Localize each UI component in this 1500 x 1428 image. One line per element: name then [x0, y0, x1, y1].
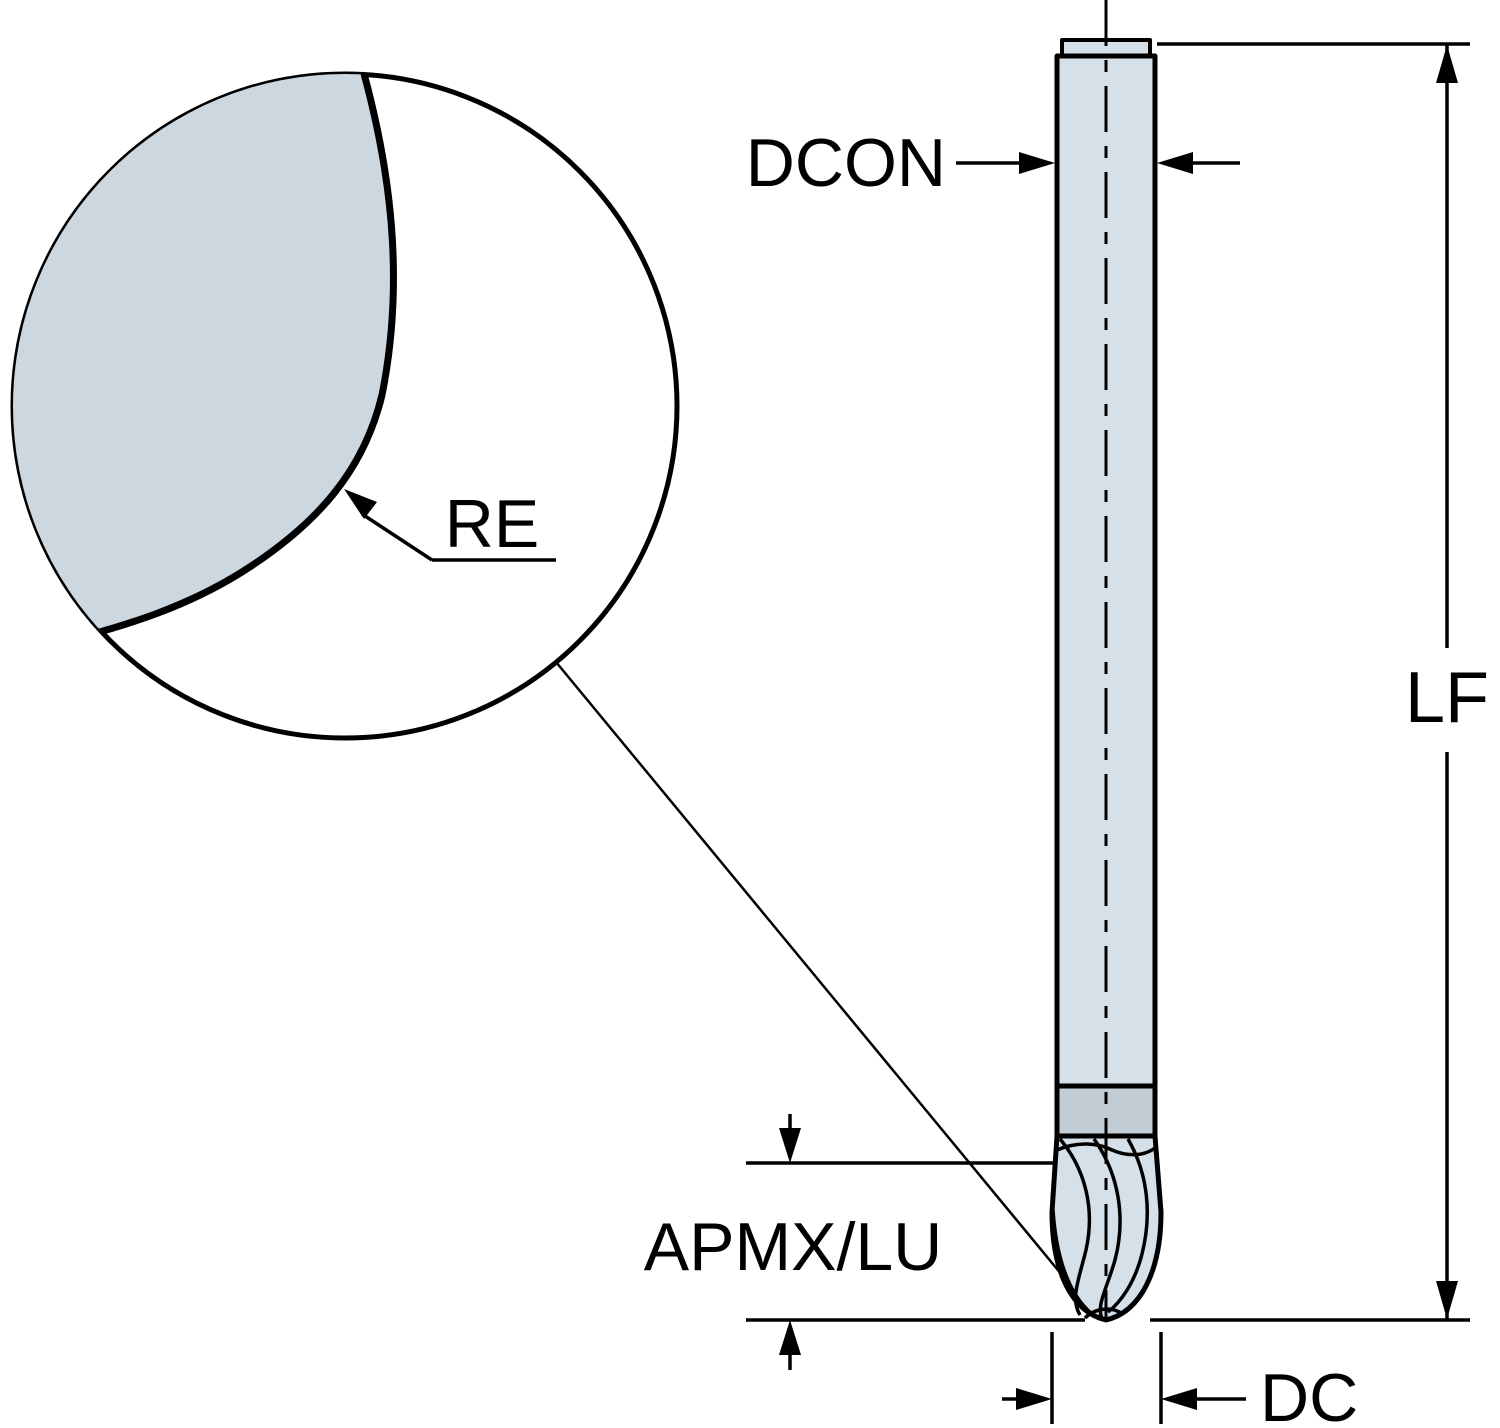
- dc-dimension: DC: [1002, 1332, 1358, 1428]
- lf-label: LF: [1405, 658, 1489, 738]
- detail-view-leader-line: [555, 661, 1063, 1276]
- flute-edge-4: [1051, 1209, 1094, 1316]
- lf-dimension: LF: [1150, 42, 1489, 1322]
- flute-edge-2: [1092, 1137, 1122, 1319]
- flute-edge-tip: [1083, 1307, 1124, 1320]
- re-leader-diagonal: [361, 512, 433, 562]
- dcon-arrow-left: [1019, 152, 1055, 174]
- apmx-lu-dimension: APMX/LU: [644, 1114, 1085, 1370]
- apmx-arrow-top: [779, 1128, 801, 1163]
- re-label: RE: [445, 486, 539, 562]
- lf-arrow-bottom: [1436, 1281, 1458, 1319]
- detail-corner-edge: [66, 74, 397, 644]
- tool: [1049, 0, 1164, 1323]
- re-arrowhead: [344, 489, 377, 519]
- apmx-lu-label: APMX/LU: [644, 1209, 943, 1285]
- dc-arrow-left: [1016, 1388, 1052, 1410]
- apmx-arrow-bottom: [779, 1320, 801, 1355]
- flute-edge-curves: [1051, 1137, 1157, 1320]
- flute-edge-3: [1106, 1138, 1150, 1314]
- dcon-arrow-right: [1157, 152, 1193, 174]
- dc-label: DC: [1260, 1360, 1358, 1428]
- re-dimension: RE: [344, 486, 556, 562]
- dcon-dimension: DCON: [746, 125, 1240, 201]
- flute-edge-top: [1056, 1142, 1157, 1157]
- dcon-label: DCON: [746, 125, 946, 201]
- dc-arrow-right: [1161, 1388, 1197, 1410]
